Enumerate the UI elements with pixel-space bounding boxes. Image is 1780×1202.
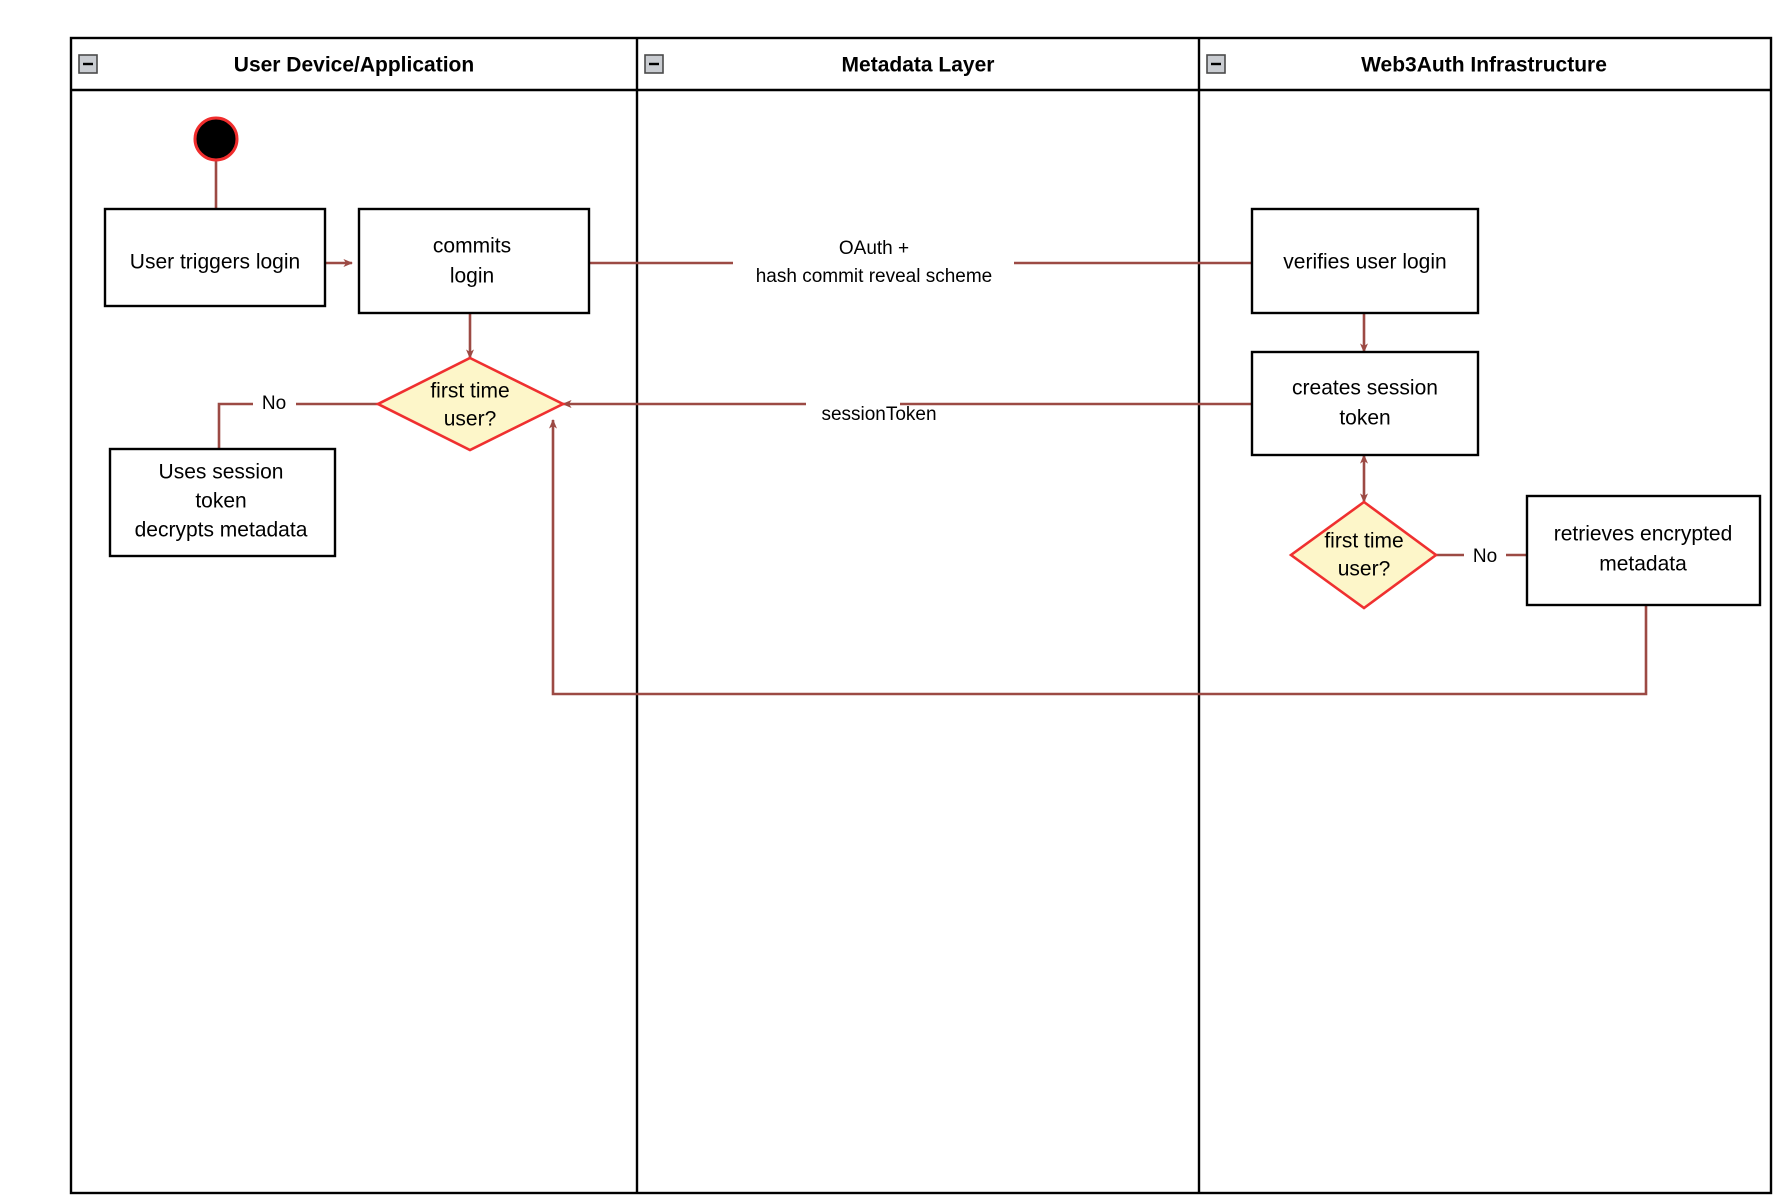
- activity-label: verifies user login: [1283, 251, 1446, 274]
- activity-uses-session-token[interactable]: Uses session token decrypts metadata: [108, 447, 337, 558]
- swimlane-frame: [69, 36, 1773, 1195]
- activity-label-line1: retrieves encrypted: [1554, 523, 1733, 546]
- activity-label-line1: Uses session: [159, 461, 284, 484]
- minus-box-icon[interactable]: [644, 54, 664, 74]
- activity-label-line1: commits: [433, 235, 511, 258]
- lane-title-metadata: Metadata Layer: [842, 54, 995, 77]
- activity-commits-login[interactable]: commits login: [357, 207, 591, 315]
- activity-label-line2: token: [195, 490, 246, 513]
- activity-user-triggers-login[interactable]: User triggers login: [103, 207, 327, 308]
- lane-header-web3auth[interactable]: Web3Auth Infrastructure: [1206, 54, 1607, 77]
- activity-retrieves-encrypted-metadata[interactable]: retrieves encrypted metadata: [1525, 494, 1762, 607]
- initial-node: [193, 116, 239, 162]
- decision-label-line2: user?: [444, 408, 497, 431]
- edge-label-oauth-line1: OAuth +: [839, 238, 909, 259]
- lane-header-metadata[interactable]: Metadata Layer: [644, 54, 995, 77]
- activity-label-line2: metadata: [1599, 553, 1687, 576]
- swimlane-outer-border: [69, 36, 1773, 1195]
- minus-box-icon[interactable]: [78, 54, 98, 74]
- edge-decision-no-client-b: [217, 402, 253, 449]
- decision-first-time-user-server[interactable]: first time user?: [1288, 500, 1439, 610]
- edge-retrieves-back-to-client-decision: [549, 419, 1648, 696]
- minus-box-icon[interactable]: [1206, 54, 1226, 74]
- activity-label: User triggers login: [130, 251, 300, 274]
- lane-title-user-device: User Device/Application: [234, 54, 474, 77]
- lane-title-web3auth: Web3Auth Infrastructure: [1361, 54, 1607, 77]
- decision-label-line1: first time: [1324, 530, 1403, 553]
- decision-label-line2: user?: [1338, 558, 1391, 581]
- edge-label-no-server: No: [1473, 546, 1497, 567]
- activity-label-line1: creates session: [1292, 377, 1438, 400]
- decision-first-time-user-client[interactable]: first time user?: [375, 356, 566, 452]
- lane-header-user-device[interactable]: User Device/Application: [78, 54, 474, 77]
- activity-label-line3: decrypts metadata: [135, 519, 308, 542]
- activity-label-line2: token: [1339, 407, 1390, 430]
- edge-label-session-token: sessionToken: [821, 404, 936, 425]
- activity-verifies-user-login[interactable]: verifies user login: [1250, 207, 1480, 315]
- activity-creates-session-token[interactable]: creates session token: [1250, 350, 1480, 457]
- activity-label-line2: login: [450, 265, 494, 288]
- edge-label-oauth-line2: hash commit reveal scheme: [756, 266, 993, 287]
- edge-label-no-client: No: [262, 393, 286, 414]
- decision-label-line1: first time: [430, 380, 509, 403]
